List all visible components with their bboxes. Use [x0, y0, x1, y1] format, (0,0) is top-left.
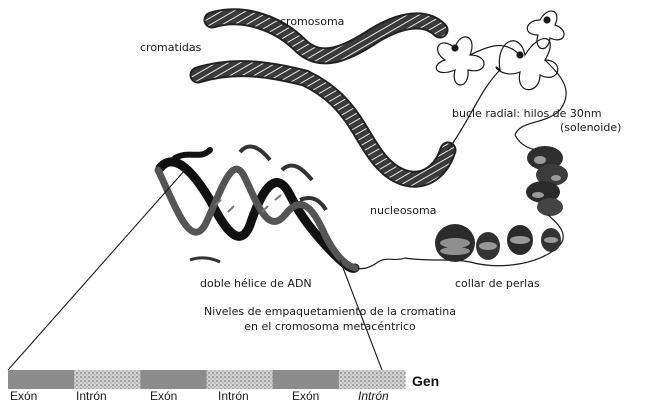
gene-segment-label: Exón [292, 390, 319, 402]
exon-segment [8, 370, 75, 389]
dna-double-helix [158, 147, 355, 269]
caption-line-1: Niveles de empaquetamiento de la cromati… [180, 304, 480, 319]
label-cromatidas: cromatidas [140, 42, 201, 53]
label-solenoide: (solenoide) [560, 122, 621, 133]
label-collar: collar de perlas [455, 278, 540, 289]
label-bucle: bucle radial: hilos de 30nm [452, 108, 602, 119]
chromosome [198, 17, 448, 179]
label-nucleosoma: nucleosoma [370, 205, 436, 216]
intron-segment [207, 370, 274, 389]
gene-segment-label: Intrón [76, 390, 107, 402]
label-doble-helice: doble hélice de ADN [200, 278, 312, 289]
pointer-line-left [8, 170, 185, 370]
beads-on-string [355, 224, 561, 269]
label-cromosoma: cromosoma [280, 16, 344, 27]
exon-segment [140, 370, 207, 389]
caption: Niveles de empaquetamiento de la cromati… [180, 304, 480, 334]
gene-segment-label: Intrón [358, 390, 389, 402]
gene-segment-label: Intrón [218, 390, 249, 402]
intron-segment [339, 370, 406, 389]
gene-segment-label: Exón [10, 390, 37, 402]
intron-segment [74, 370, 141, 389]
gene-segment-label: Exón [150, 390, 177, 402]
radial-loops [436, 11, 566, 150]
gene-bar [8, 370, 406, 389]
exon-segment [273, 370, 340, 389]
gene-title: Gen [412, 374, 439, 388]
caption-line-2: en el cromosoma metacéntrico [180, 319, 480, 334]
